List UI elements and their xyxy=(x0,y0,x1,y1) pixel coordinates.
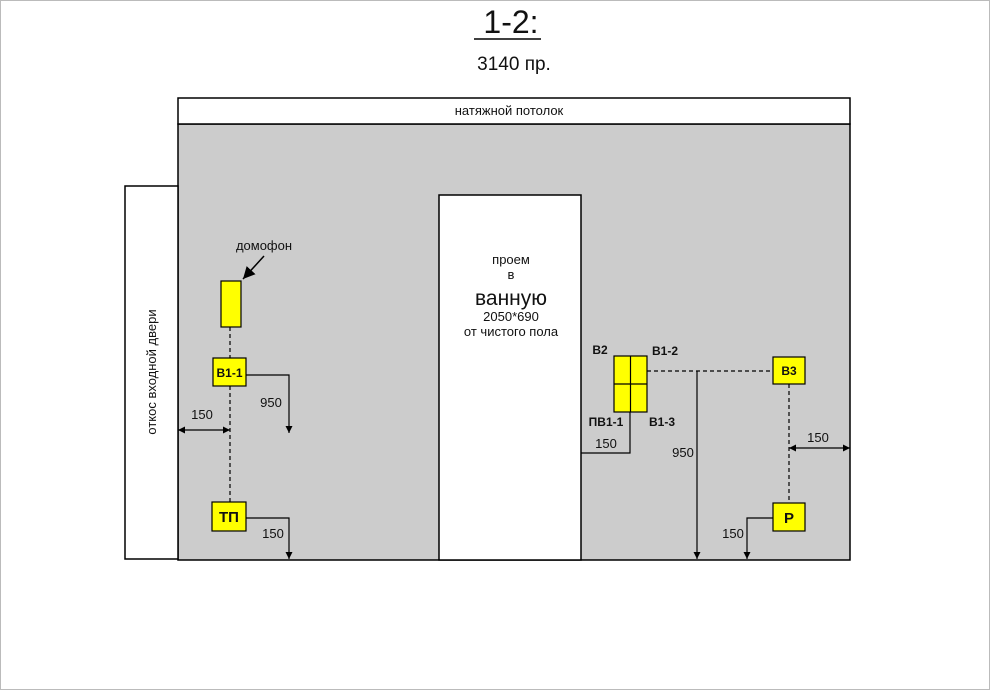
door-jamb xyxy=(124,185,179,560)
opening-line3: ванную xyxy=(475,287,547,310)
fixture-pb1-1-label: ПВ1-1 xyxy=(589,415,624,429)
tp-dimension-line xyxy=(246,517,293,559)
fixture-b2-label: В2 xyxy=(592,343,608,357)
left-offset-value: 150 xyxy=(191,407,213,422)
intercom-pointer xyxy=(242,255,265,280)
opening-line1: проем xyxy=(492,252,530,267)
opening-note: от чистого пола xyxy=(464,324,559,339)
pb1-1-offset: 150 xyxy=(595,436,617,451)
opening-size: 2050*690 xyxy=(483,309,539,324)
right-offset-value: 150 xyxy=(807,430,829,445)
fixture-r xyxy=(772,502,806,532)
b1-1-dimension-line xyxy=(246,374,293,433)
fixture-b1-1-label: В1-1 xyxy=(216,366,242,380)
ceiling-strip xyxy=(177,97,851,125)
fixture-b3-label: В3 xyxy=(781,364,797,378)
r-height: 150 xyxy=(722,526,744,541)
fixture-tp-label: ТП xyxy=(219,509,239,526)
fixture-b1-2-label: В1-2 xyxy=(652,344,678,358)
fixture-r-label: Р xyxy=(784,510,794,527)
intercom-label: домофон xyxy=(236,238,292,253)
switch-height-value: 950 xyxy=(672,445,694,460)
fixture-b3 xyxy=(772,356,806,385)
drawing-title: 1-2: xyxy=(483,4,538,40)
fixture-b1-1 xyxy=(212,357,247,387)
pb1-1-dimension-line xyxy=(581,412,631,454)
tp-height: 150 xyxy=(262,526,284,541)
drawing-subtitle: 3140 пр. xyxy=(477,54,551,75)
fixture-b1-3-label: В1-3 xyxy=(649,415,675,429)
r-dimension-line xyxy=(743,517,773,559)
opening-line2: в xyxy=(508,267,515,282)
b1-1-height: 950 xyxy=(260,395,282,410)
door-jamb-label: откос входной двери xyxy=(144,309,159,434)
bathroom-opening xyxy=(438,194,582,561)
intercom-box xyxy=(220,280,242,328)
fixture-tp xyxy=(211,501,247,532)
ceiling-label: натяжной потолок xyxy=(455,103,564,118)
